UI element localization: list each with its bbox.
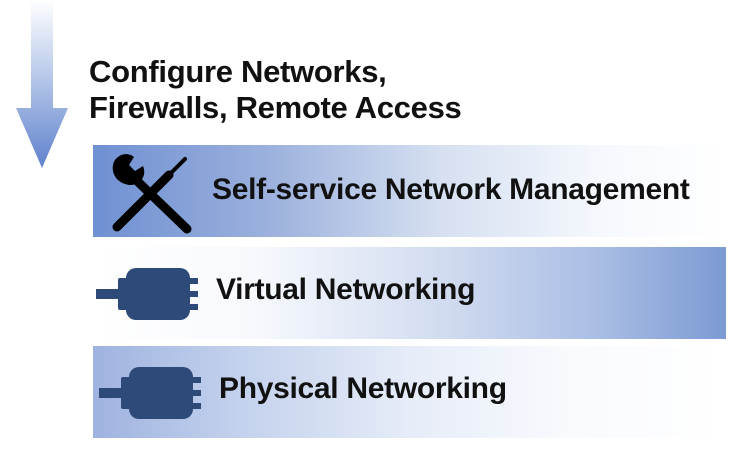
layer-label: Physical Networking xyxy=(219,372,507,405)
page-heading: Configure Networks, Firewalls, Remote Ac… xyxy=(89,54,462,126)
layer-virtual-networking: Virtual Networking xyxy=(93,247,726,339)
heading-line-1: Configure Networks, xyxy=(89,54,387,89)
layer-physical-networking: Physical Networking xyxy=(93,346,726,438)
network-adapter-icon xyxy=(99,367,201,419)
layer-label: Self-service Network Management xyxy=(212,173,690,206)
heading-line-2: Firewalls, Remote Access xyxy=(89,90,462,125)
layer-self-service-network-management: Self-service Network Management xyxy=(93,145,726,237)
layer-label: Virtual Networking xyxy=(216,273,476,306)
wrench-screwdriver-icon xyxy=(112,154,192,234)
down-arrow-icon xyxy=(16,0,68,168)
network-adapter-icon xyxy=(96,268,198,320)
